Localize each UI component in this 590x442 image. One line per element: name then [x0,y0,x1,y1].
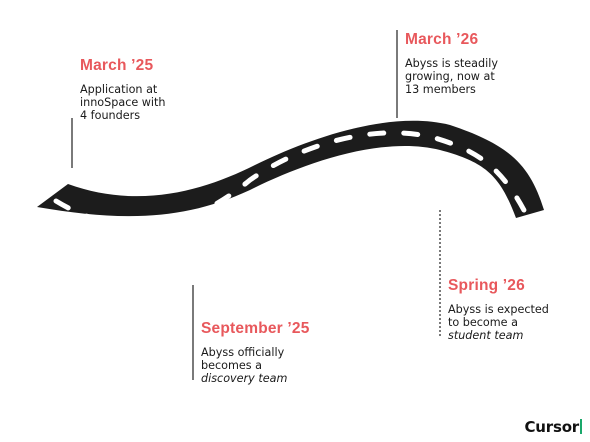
lane-dashes [53,130,528,229]
brand-name: Cursor [524,418,579,436]
milestone-spring-26: Spring ’26 Abyss is expected to become a… [448,277,549,343]
milestone-date: March ’25 [80,57,154,74]
milestone-march-25: March ’25 Application at innoSpace with … [80,57,166,123]
milestone-date: March ’26 [405,31,479,48]
milestone-description: Abyss is steadily growing, now at 13 mem… [405,57,498,97]
milestone-march-26: March ’26 Abyss is steadily growing, now… [405,31,498,97]
milestone-description: Abyss is expected to become a student te… [448,303,549,343]
cursor-brand-logo: Cursor [524,418,582,436]
milestone-description: Abyss officially becomes a discovery tea… [201,346,288,386]
milestone-date: September ’25 [201,320,310,337]
milestone-september-25: September ’25 Abyss officially becomes a… [201,320,310,386]
cursor-bar-icon [580,419,582,434]
milestone-date: Spring ’26 [448,277,525,294]
milestone-description: Application at innoSpace with 4 founders [80,83,166,123]
road [37,120,544,218]
